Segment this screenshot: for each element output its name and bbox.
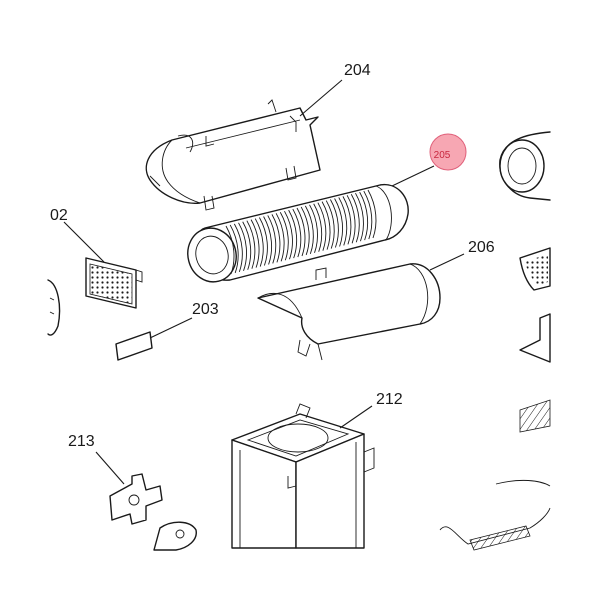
corrugation-ring (367, 189, 377, 239)
leader-lines (63, 79, 465, 485)
corrugation-ring (321, 201, 331, 250)
corrugation-ring (254, 218, 264, 267)
corrugation-ring (233, 223, 243, 273)
corrugation-ring (330, 199, 339, 248)
label-203[interactable]: 203 (192, 301, 219, 318)
corrugation-ring (250, 219, 260, 268)
corrugation-ring (350, 194, 360, 243)
corrugation-ring (355, 192, 364, 242)
label-204[interactable]: 204 (344, 62, 371, 79)
part-202-grille-filter[interactable] (47, 257, 143, 336)
corrugation-ring (300, 206, 310, 256)
part-213-bracket[interactable] (109, 473, 197, 551)
part-206-lower-duct-shell[interactable] (257, 263, 441, 361)
corrugation-ring (225, 225, 235, 275)
label-205[interactable]: 205 (434, 150, 451, 161)
corrugation-ring (267, 215, 277, 264)
part-203-pad[interactable] (115, 331, 153, 361)
corrugation-ring (346, 195, 356, 244)
partial-parts-right (439, 131, 551, 551)
corrugation-ring (271, 214, 281, 263)
corrugation-ring (359, 191, 369, 241)
corrugation-ring (325, 200, 335, 249)
corrugation-ring (334, 198, 344, 247)
corrugation-ring (259, 217, 268, 266)
part-212-base-box[interactable] (231, 403, 375, 549)
hose-corrugations (225, 189, 377, 275)
corrugation-ring (296, 207, 306, 257)
highlight-marker-205[interactable] (429, 133, 467, 171)
part-205-flex-hose[interactable] (182, 184, 409, 287)
corrugation-ring (238, 222, 247, 271)
label-212[interactable]: 212 (376, 391, 403, 408)
corrugation-ring (363, 190, 373, 240)
corrugation-ring (304, 205, 314, 255)
corrugation-ring (242, 221, 252, 270)
corrugation-ring (317, 202, 327, 251)
part-204-upper-duct-shell[interactable] (145, 99, 321, 211)
label-213[interactable]: 213 (68, 433, 95, 450)
corrugation-ring (284, 210, 293, 260)
corrugation-ring (263, 216, 273, 265)
corrugation-ring (246, 220, 256, 269)
corrugation-ring (275, 213, 285, 262)
corrugation-ring (288, 209, 298, 259)
corrugation-ring (338, 197, 348, 246)
corrugation-ring (342, 196, 352, 245)
corrugation-ring (279, 212, 289, 261)
corrugation-ring (292, 208, 302, 258)
label-206[interactable]: 206 (468, 239, 495, 256)
corrugation-ring (313, 203, 323, 252)
corrugation-ring (309, 204, 318, 253)
label-202[interactable]: 02 (50, 207, 68, 224)
corrugation-ring (229, 224, 239, 274)
